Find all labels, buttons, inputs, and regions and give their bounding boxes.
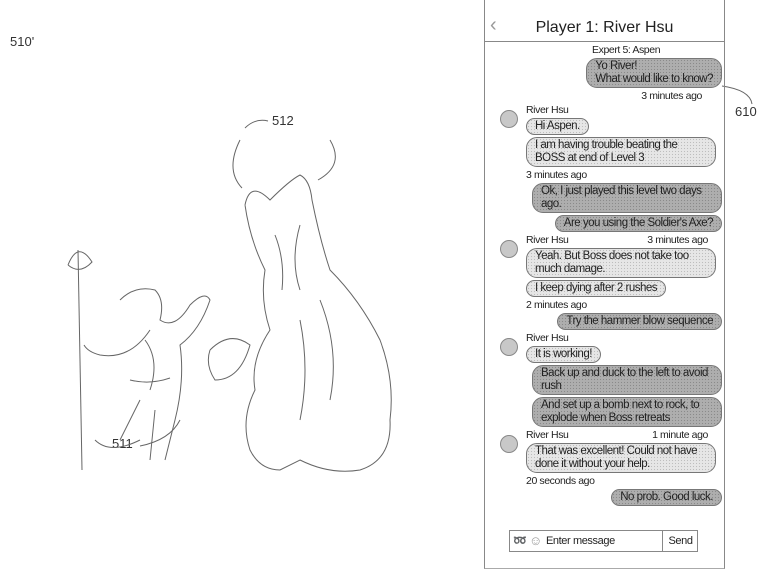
timestamp: 3 minutes ago xyxy=(641,90,702,102)
sender-name: Expert 5: Aspen xyxy=(592,44,661,56)
sender-name: River Hsu xyxy=(526,332,569,344)
message-group: River Hsu It is working! xyxy=(486,332,722,363)
sender-row: River Hsu 1 minute ago xyxy=(526,429,708,441)
avatar xyxy=(500,435,518,453)
chat-panel xyxy=(484,0,725,569)
send-button[interactable]: Send xyxy=(662,531,698,551)
avatar xyxy=(500,240,518,258)
sender-name: River Hsu xyxy=(526,234,569,246)
chat-header: ‹ Player 1: River Hsu xyxy=(484,0,725,42)
message-group: River Hsu 3 minutes ago Yeah. But Boss d… xyxy=(486,234,722,311)
message-bubble: Yeah. But Boss does not take too much da… xyxy=(526,248,716,278)
message-bubble: I keep dying after 2 rushes xyxy=(526,280,667,297)
message-group: River Hsu Hi Aspen. I am having trouble … xyxy=(486,104,722,181)
message-composer: ➿ ☺ Enter message Send xyxy=(509,530,698,552)
message-feed: Expert 5: Aspen Yo River! What would lik… xyxy=(486,44,722,526)
emoji-icon[interactable]: ☺ xyxy=(529,533,543,548)
message-group: River Hsu 1 minute ago That was excellen… xyxy=(486,429,722,487)
message-bubble: Are you using the Soldier's Axe? xyxy=(554,215,722,232)
figure-label: 510' xyxy=(10,34,35,49)
avatar xyxy=(500,110,518,128)
timestamp: 2 minutes ago xyxy=(526,299,587,311)
message-bubble: And set up a bomb next to rock, to explo… xyxy=(532,397,722,427)
timestamp: 1 minute ago xyxy=(652,429,708,441)
message-input[interactable]: Enter message xyxy=(546,535,615,547)
message-bubble: It is working! xyxy=(526,346,601,363)
message-bubble: That was excellent! Could not have done … xyxy=(526,443,716,473)
sender-name: River Hsu xyxy=(526,104,569,116)
message-bubble: Yo River! What would like to know? xyxy=(586,58,722,88)
attach-icon[interactable]: ➿ xyxy=(513,535,527,547)
chat-title: Player 1: River Hsu xyxy=(535,19,674,36)
timestamp: 3 minutes ago xyxy=(526,169,587,181)
message-bubble: No prob. Good luck. xyxy=(611,489,722,506)
message-bubble: Try the hammer blow sequence xyxy=(557,313,722,330)
message-bubble: Hi Aspen. xyxy=(526,118,589,135)
avatar xyxy=(500,338,518,356)
message-bubble: Back up and duck to the left to avoid ru… xyxy=(532,365,722,395)
boss-label: 512 xyxy=(272,113,294,128)
message-bubble: I am having trouble beating the BOSS at … xyxy=(526,137,716,167)
timestamp: 20 seconds ago xyxy=(526,475,595,487)
sender-row: River Hsu 3 minutes ago xyxy=(526,234,708,246)
timestamp: 3 minutes ago xyxy=(647,234,708,246)
sender-name: River Hsu xyxy=(526,429,569,441)
chat-label: 610 xyxy=(735,104,757,119)
message-bubble: Ok, I just played this level two days ag… xyxy=(532,183,722,213)
chevron-left-icon[interactable]: ‹ xyxy=(490,14,497,36)
